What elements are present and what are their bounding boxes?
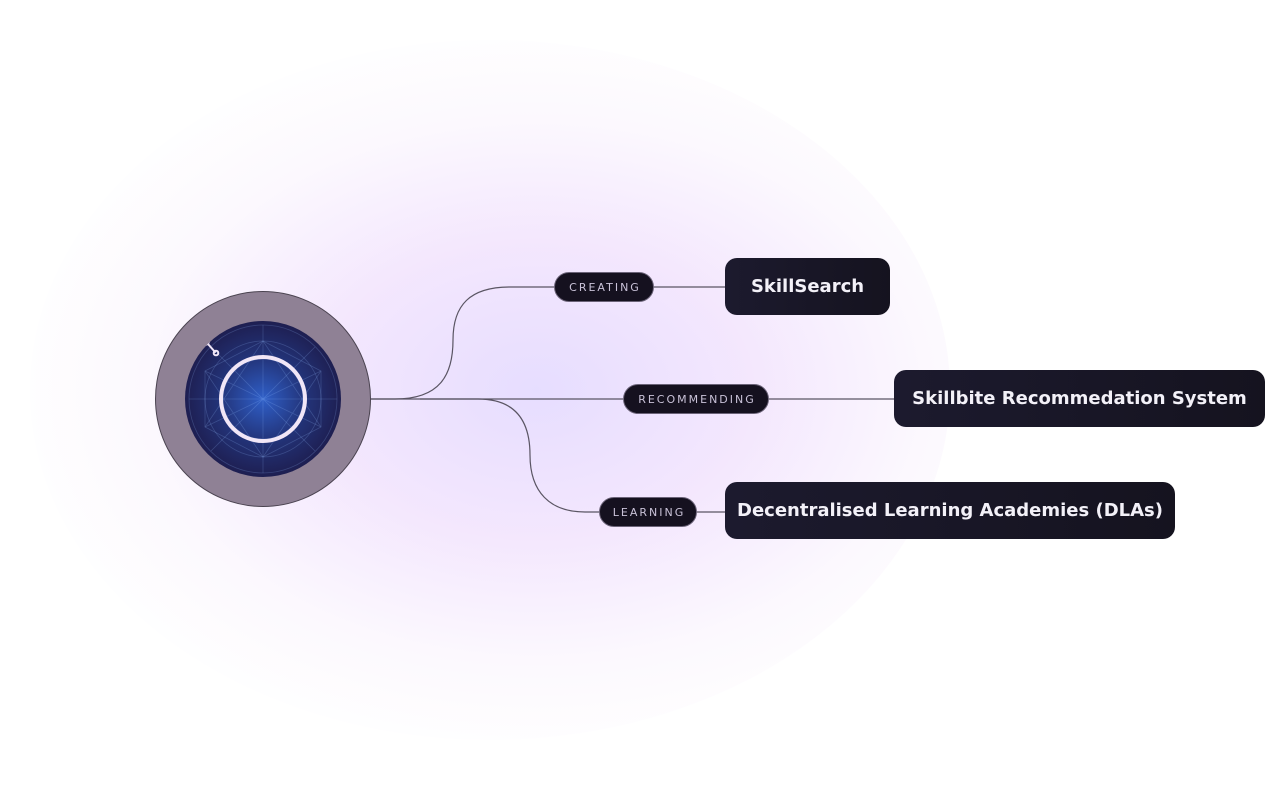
connector-creating (371, 286, 555, 400)
card-skillbite-recommendation[interactable]: Skillbite Recommedation System (894, 370, 1265, 427)
hub-ring (219, 355, 307, 443)
network-nodes-icon (186, 324, 221, 357)
tag-recommending-label: RECOMMENDING (638, 392, 756, 406)
card-skillsearch[interactable]: SkillSearch (725, 258, 890, 315)
card-dlas-label: Decentralised Learning Academies (DLAs) (737, 500, 1163, 521)
tag-learning: LEARNING (599, 497, 697, 527)
card-dlas[interactable]: Decentralised Learning Academies (DLAs) (725, 482, 1175, 539)
card-skillbite-label: Skillbite Recommedation System (912, 388, 1247, 409)
tag-recommending: RECOMMENDING (623, 384, 769, 414)
connector-learning (420, 398, 599, 513)
tag-creating-label: CREATING (569, 280, 641, 294)
card-skillsearch-label: SkillSearch (750, 276, 865, 297)
tag-learning-label: LEARNING (612, 505, 686, 519)
tag-creating: CREATING (554, 272, 654, 302)
central-hub (155, 291, 371, 507)
hub-core (185, 321, 341, 477)
